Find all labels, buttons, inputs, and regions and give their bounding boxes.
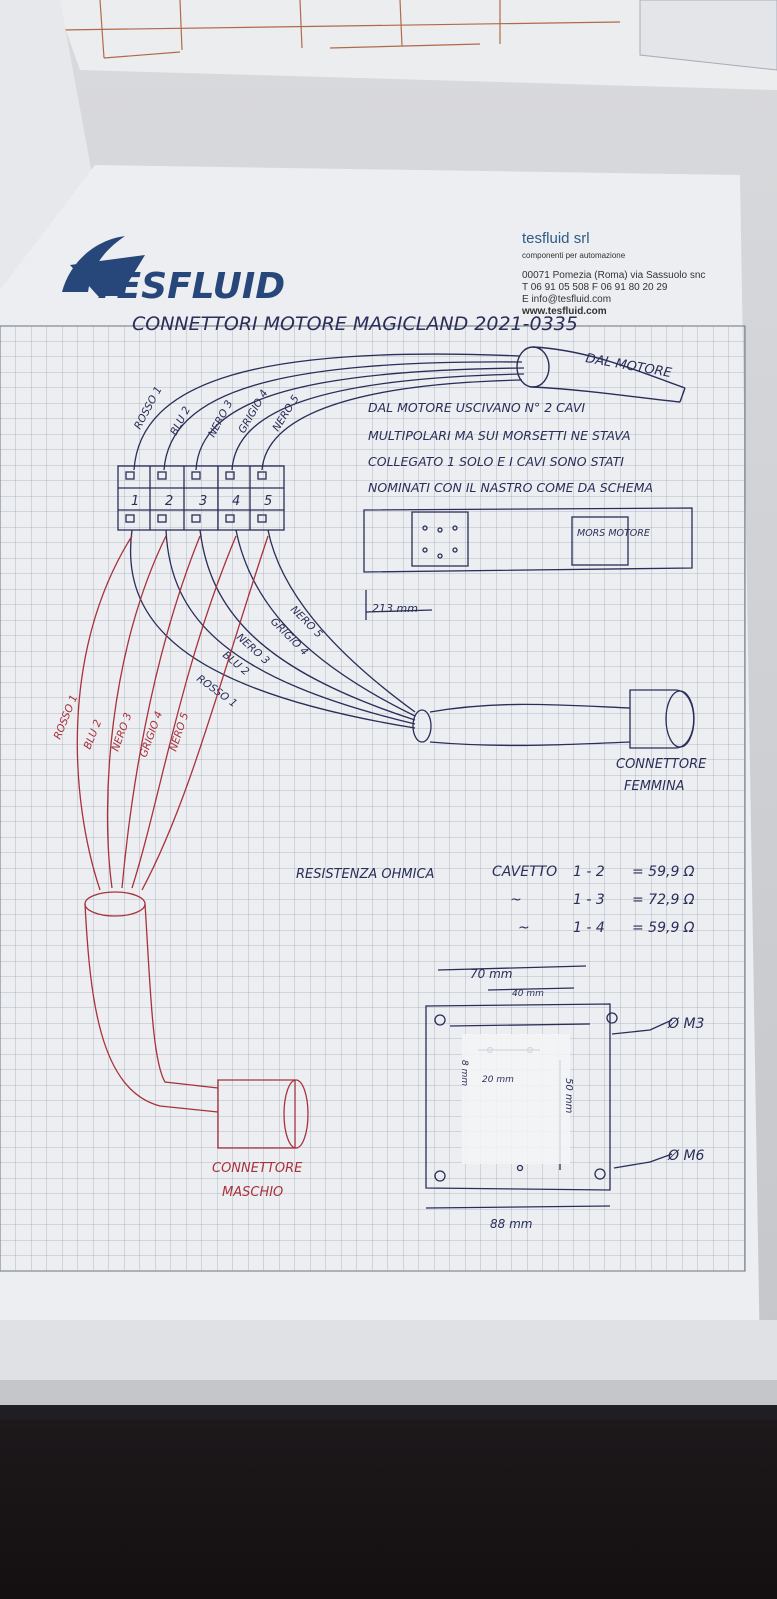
female-wires	[129, 529, 695, 749]
svg-text:ROSSO 1: ROSSO 1	[52, 693, 81, 741]
logo-wordmark: TESFLUID	[92, 266, 285, 307]
svg-text:1 - 4: 1 - 4	[573, 920, 605, 936]
svg-text:20 mm: 20 mm	[482, 1075, 514, 1085]
svg-text:NERO 3: NERO 3	[110, 711, 135, 753]
svg-text:NOMINATI CON IL NASTRO COME DA: NOMINATI CON IL NASTRO COME DA SCHEMA	[368, 480, 653, 495]
grid-paper	[0, 326, 745, 1271]
panel-label: MORS MOTORE	[577, 528, 650, 539]
svg-text:1: 1	[131, 494, 139, 509]
svg-text:40 mm: 40 mm	[512, 989, 544, 999]
background-paper-right	[639, 0, 777, 71]
male-connector-label: CONNETTORE	[212, 1161, 303, 1176]
svg-text:NERO 5: NERO 5	[167, 711, 191, 753]
female-connector-label: CONNETTORE	[616, 757, 707, 772]
company-tagline: componenti per automazione	[522, 251, 626, 260]
sheet-bottom-edge	[0, 1320, 777, 1380]
svg-text:Ø M3: Ø M3	[667, 1016, 704, 1032]
female-connector-label-2: FEMMINA	[624, 779, 685, 794]
company-website: www.tesfluid.com	[521, 306, 607, 317]
svg-text:5: 5	[264, 494, 272, 509]
svg-text:NERO 3: NERO 3	[206, 398, 235, 439]
correction-tape	[462, 1034, 570, 1164]
svg-text:= 59,9 Ω: = 59,9 Ω	[632, 920, 695, 936]
terminal-numbers: 1 2 3 4 5	[131, 494, 272, 509]
svg-text:DAL MOTORE USCIVANO N° 2 CAVI: DAL MOTORE USCIVANO N° 2 CAVI	[368, 400, 585, 415]
terminal-block	[117, 465, 285, 531]
svg-text:8 mm: 8 mm	[459, 1060, 469, 1086]
female-wire-labels: NERO 5 GRIGIO 4 NERO 3 BLU 2 ROSSO 1	[194, 604, 325, 710]
svg-text:= 59,9 Ω: = 59,9 Ω	[632, 864, 695, 880]
company-address: 00071 Pomezia (Roma) via Sassuolo snc	[522, 270, 705, 281]
company-name: tesfluid srl	[522, 230, 590, 247]
note-text: DAL MOTORE USCIVANO N° 2 CAVI MULTIPOLAR…	[368, 400, 653, 495]
resistance-rows: CAVETTO 1 - 2 = 59,9 Ω ~ 1 - 3 = 72,9 Ω …	[492, 864, 695, 936]
panel-dimension: 213 mm	[372, 602, 418, 615]
male-connector-label-2: MASCHIO	[222, 1185, 283, 1200]
company-phone-fax: T 06 91 05 508 F 06 91 80 20 29	[522, 282, 668, 293]
sheet-title: CONNETTORI MOTORE MAGICLAND 2021-0335	[132, 313, 578, 335]
svg-text:1 - 2: 1 - 2	[573, 864, 605, 880]
svg-text:BLU 2: BLU 2	[168, 404, 193, 437]
svg-text:~: ~	[518, 920, 530, 936]
company-email: E info@tesfluid.com	[522, 294, 611, 305]
male-wire-labels: ROSSO 1 BLU 2 NERO 3 GRIGIO 4 NERO 5	[52, 693, 192, 759]
svg-text:3: 3	[199, 494, 207, 509]
svg-text:BLU 2: BLU 2	[82, 718, 105, 751]
svg-text:= 72,9 Ω: = 72,9 Ω	[632, 892, 695, 908]
background-paper-left	[0, 0, 95, 290]
svg-text:CAVETTO: CAVETTO	[492, 864, 557, 880]
top-wires	[133, 353, 525, 471]
svg-text:70 mm: 70 mm	[470, 967, 512, 981]
resistance-heading: RESISTENZA OHMICA	[296, 867, 434, 882]
svg-text:ROSSO 1: ROSSO 1	[132, 384, 165, 431]
svg-text:4: 4	[232, 494, 240, 509]
svg-text:GRIGIO 4: GRIGIO 4	[138, 710, 166, 759]
motor-cable	[516, 346, 686, 403]
svg-text:Ø M6: Ø M6	[667, 1148, 705, 1164]
from-motor-label: DAL MOTORE	[584, 351, 673, 381]
svg-text:~: ~	[510, 892, 522, 908]
motor-terminal-panel	[363, 507, 693, 620]
svg-text:88 mm: 88 mm	[490, 1217, 532, 1231]
svg-text:50 mm: 50 mm	[563, 1078, 574, 1114]
male-wires	[76, 535, 309, 1149]
reddish-floor-patch	[0, 1420, 777, 1599]
svg-text:MULTIPOLARI MA SUI MORSETTI NE: MULTIPOLARI MA SUI MORSETTI NE STAVA	[368, 428, 631, 443]
plate-dimensions: 70 mm 40 mm 8 mm 20 mm 50 mm 88 mm Ø M3 …	[459, 967, 705, 1231]
svg-text:2: 2	[165, 494, 173, 509]
background-table-lines	[59, 0, 621, 59]
tesfluid-logo: TESFLUID	[62, 236, 285, 307]
svg-text:1 - 3: 1 - 3	[573, 892, 605, 908]
svg-text:COLLEGATO 1 SOLO E I CAVI SONO: COLLEGATO 1 SOLO E I CAVI SONO STATI	[368, 454, 624, 469]
